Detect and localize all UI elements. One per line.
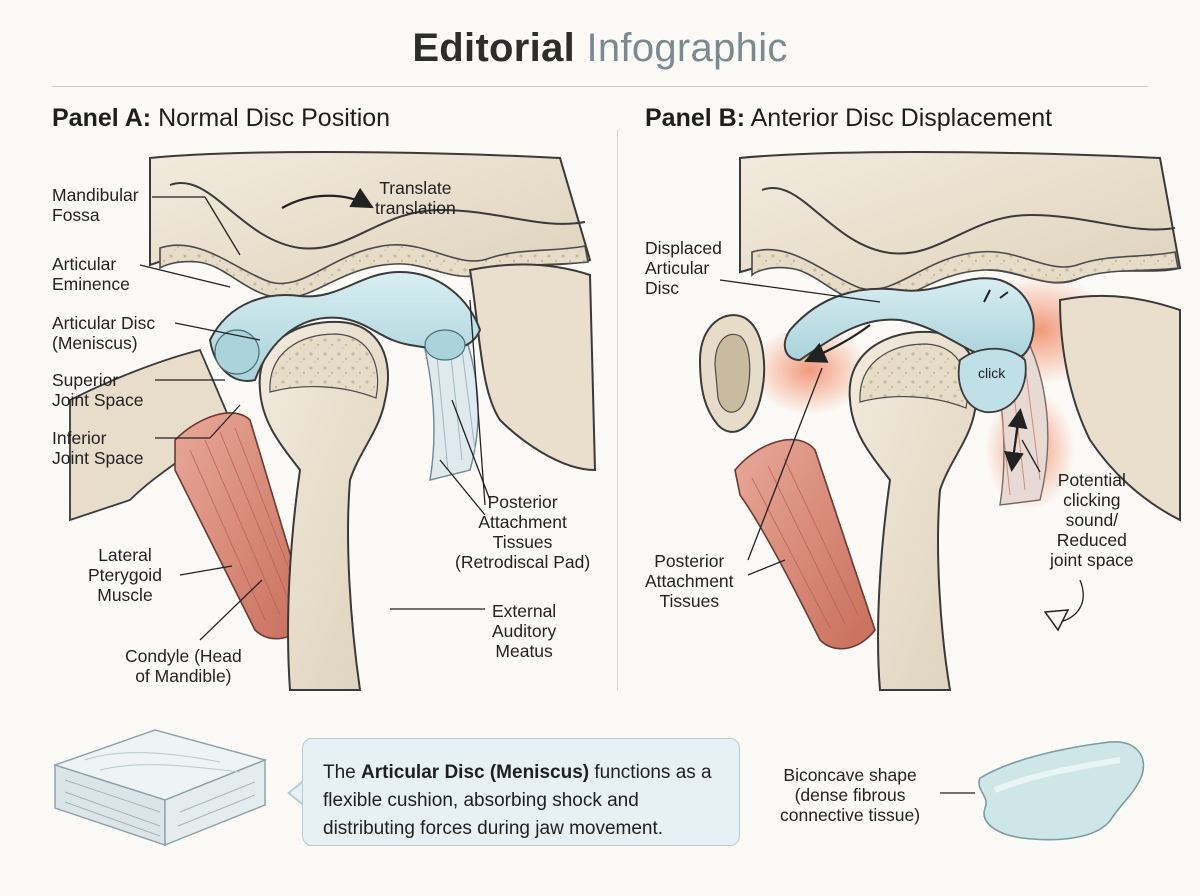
panel-a-illustration (69, 151, 597, 691)
panel-divider (617, 130, 618, 690)
callout-tail-inner (290, 782, 304, 804)
panel-b-illustration (698, 151, 1182, 691)
temporal-bone-b (739, 151, 1182, 304)
label-click: click (978, 365, 1006, 381)
label-articular-disc: Articular Disc (Meniscus) (52, 313, 156, 353)
external-auditory-area-a (468, 263, 597, 472)
condyle-a (258, 320, 389, 691)
note-bold: Articular Disc (Meniscus) (361, 762, 590, 783)
label-translate: Translate translation (375, 178, 456, 218)
panel-b-title: Panel B: Anterior Disc Displacement (645, 104, 1052, 133)
label-external-auditory-meatus: External Auditory Meatus (492, 601, 557, 661)
label-posterior-attachment-a: Posterior Attachment Tissues (Retrodisca… (455, 492, 591, 572)
title-light: Infographic (586, 26, 788, 70)
page-title: Editorial Infographic (0, 26, 1200, 71)
title-rule (52, 86, 1148, 87)
label-inferior-joint-space: Inferior Joint Space (52, 428, 144, 468)
tissue-block-illustration (52, 729, 268, 847)
spongy-bone-a (159, 244, 589, 299)
label-potential-clicking: Potential clicking sound/ Reduced joint … (1050, 470, 1134, 570)
title-bold: Editorial (412, 26, 576, 70)
label-superior-joint-space: Superior Joint Space (52, 370, 144, 410)
biconcave-disc-illustration (940, 741, 1145, 841)
label-posterior-attachment-b: Posterior Attachment Tissues (645, 551, 734, 611)
panel-b-title-rest: Anterior Disc Displacement (750, 104, 1053, 132)
panel-b-title-bold: Panel B: (645, 104, 746, 132)
label-articular-eminence: Articular Eminence (52, 254, 130, 294)
label-condyle: Condyle (Head of Mandible) (125, 646, 242, 686)
label-displaced-disc: Displaced Articular Disc (645, 238, 722, 298)
panel-a-title-rest: Normal Disc Position (158, 104, 391, 132)
lateral-pterygoid-muscle-a (174, 412, 311, 640)
info-callout: The Articular Disc (Meniscus) functions … (302, 738, 740, 846)
panel-a-title-bold: Panel A: (52, 104, 152, 132)
lateral-pterygoid-muscle-b (734, 438, 876, 650)
panel-a-title: Panel A: Normal Disc Position (52, 104, 390, 133)
label-mandibular-fossa: Mandibular Fossa (52, 185, 139, 225)
condyle-b (848, 330, 979, 691)
label-lateral-pterygoid: Lateral Pterygoid Muscle (88, 545, 162, 605)
note-post: functions as a flexible cushion, absorbi… (323, 762, 712, 839)
note-pre: The (323, 762, 362, 783)
label-biconcave: Biconcave shape (dense fibrous connectiv… (780, 765, 921, 825)
